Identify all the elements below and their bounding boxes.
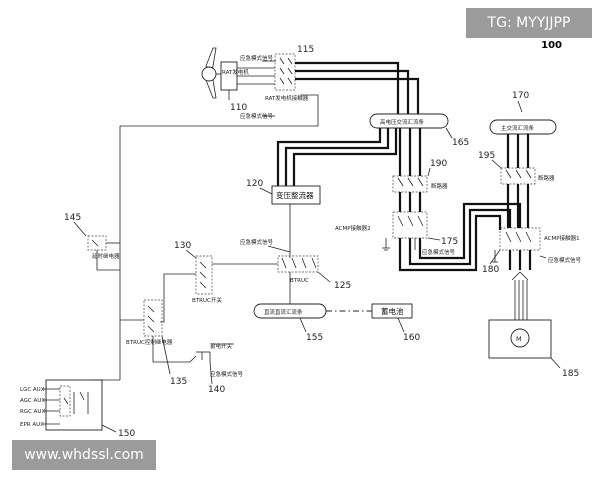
ref-185: 185	[562, 369, 579, 379]
btruc: BTRUC 125 应急模式信号	[240, 238, 351, 304]
rat-generator-label: RAT发电机	[222, 68, 249, 76]
rat-contactor-signal-top: 应急模式信号	[240, 54, 274, 62]
agc-aux-label: AGC AUX	[20, 398, 45, 404]
acmp-contactor-1: ACMP接触器1 180 应急模式信号	[482, 227, 582, 275]
ref-170: 170	[512, 91, 529, 101]
ref-120: 120	[246, 179, 263, 189]
rat-contactor-label: RAT发电机接触器	[265, 94, 309, 102]
acmp-contactor-2-label: ACMP接触器2	[335, 224, 371, 232]
ref-130: 130	[174, 241, 191, 251]
btruc-label: BTRUC	[290, 278, 309, 284]
ref-165: 165	[452, 138, 469, 148]
ground-symbol	[382, 238, 390, 251]
ref-180: 180	[482, 265, 499, 275]
dc-bus-label: 直流直流汇流条	[264, 308, 303, 316]
btruc-relay: BTRUC控制继电器 135	[120, 299, 190, 387]
transformer-rectifier: 变压整流器 120	[246, 179, 321, 258]
watermark-top: TG: MYYJJPP	[466, 8, 592, 38]
ref-155: 155	[306, 333, 323, 343]
delay-relay: 145 延时继电器	[64, 213, 121, 380]
ref-110: 110	[230, 103, 247, 113]
breaker-195-label: 断路器	[538, 174, 555, 182]
delay-relay-label: 延时继电器	[92, 252, 120, 260]
acmp-contactor-1-label: ACMP接触器1	[544, 234, 580, 242]
ref-135: 135	[170, 377, 187, 387]
ref-150: 150	[118, 429, 135, 439]
main-ac-bus: 170 主交流汇流条	[489, 91, 557, 135]
ref-145: 145	[64, 213, 81, 223]
ref-140: 140	[208, 385, 225, 395]
rgc-aux-label: RGC AUX	[20, 409, 45, 415]
hv-ac-bus-label: 高电压交流汇流条	[380, 118, 425, 126]
ref-115: 115	[297, 45, 314, 55]
figure-number: 100	[541, 40, 562, 51]
watermark-bottom: www.whdssl.com	[12, 440, 156, 470]
btruc-switch-label: BTRUC开关	[192, 296, 222, 304]
acmp-contactor-1-signal: 应急模式信号	[548, 256, 582, 264]
acmp-crossover-wiring	[398, 202, 522, 272]
ref-175: 175	[441, 237, 458, 247]
battery: 蓄电池 160	[371, 303, 420, 343]
ref-190: 190	[430, 159, 447, 169]
battery-switch: 蓄电开关 应急模式信号 140	[189, 342, 244, 395]
main-ac-bus-label: 主交流汇流条	[501, 124, 535, 132]
lgc-aux-label: LGC AUX	[20, 387, 45, 393]
ref-160: 160	[403, 333, 420, 343]
breaker-190-label: 断路器	[431, 182, 448, 190]
battery-label: 蓄电池	[381, 306, 404, 316]
epr-aux-label: EPR AUX	[20, 422, 44, 428]
motor-wiring	[508, 250, 532, 330]
acmp-contactor-2-signal: 应急模式信号	[422, 248, 456, 256]
battery-switch-label: 蓄电开关	[210, 342, 233, 350]
main-ac-bus-outputs: 195 断路器	[478, 134, 555, 228]
rat-contactor-signal-bottom: 应急模式信号	[240, 112, 274, 120]
btruc-signal: 应急模式信号	[240, 238, 274, 246]
aux-contacts: LGC AUX AGC AUX RGC AUX EPR AUX 150	[20, 379, 135, 439]
acmp-contactor-2: ACMP接触器2 175 应急模式信号	[335, 211, 458, 256]
dc-bus: 直流直流汇流条 155	[253, 303, 372, 343]
rat-output-bus	[119, 61, 420, 240]
motor: M 185	[488, 319, 579, 379]
btruc-relay-label: BTRUC控制继电器	[126, 338, 173, 346]
ref-195: 195	[478, 151, 495, 161]
ref-125: 125	[334, 281, 351, 291]
motor-symbol: M	[516, 335, 522, 343]
rat-contactor: 115 应急模式信号 RAT发电机接触器 应急模式信号	[240, 45, 314, 120]
transformer-rectifier-label: 变压整流器	[276, 190, 314, 200]
hv-bus-outputs	[276, 128, 422, 186]
battery-switch-signal: 应急模式信号	[210, 370, 244, 378]
